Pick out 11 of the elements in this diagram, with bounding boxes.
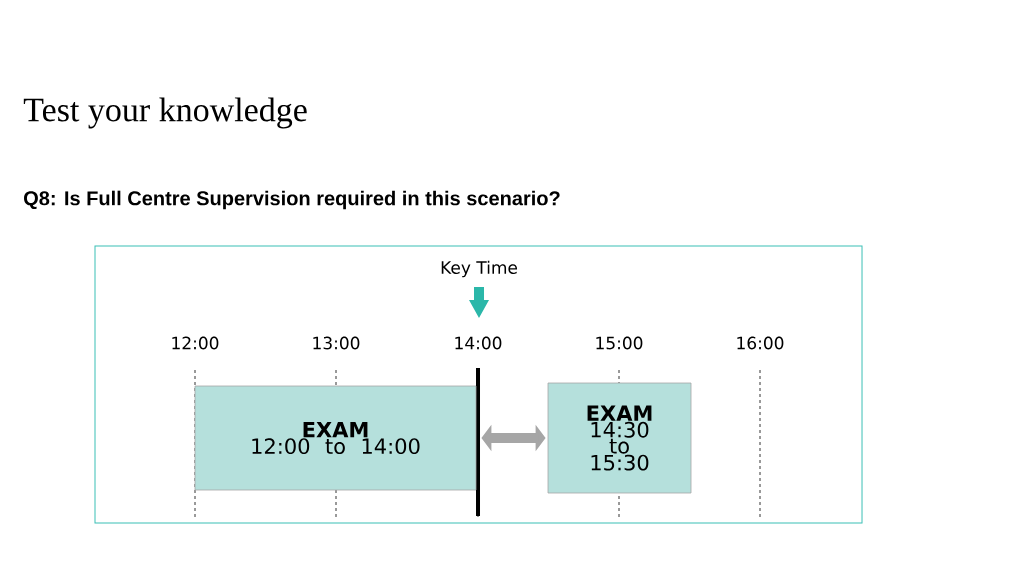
double-arrow xyxy=(481,424,546,452)
time-label: 13:00 xyxy=(313,336,360,350)
exam-box: EXAM 14:30 to 15:30 xyxy=(547,382,692,494)
question: Q8: Is Full Centre Supervision required in this scenario? xyxy=(24,190,560,210)
exam-box: EXAM 12:00 to 14:00 xyxy=(194,385,477,491)
time-label: 16:00 xyxy=(737,336,784,350)
time-label: 15:00 xyxy=(596,336,643,350)
slide-title: Test your knowledge xyxy=(23,97,307,129)
time-label: 14:00 xyxy=(455,336,502,350)
time-label: 12:00 xyxy=(172,336,219,350)
key-time-label: Key Time xyxy=(441,260,518,278)
